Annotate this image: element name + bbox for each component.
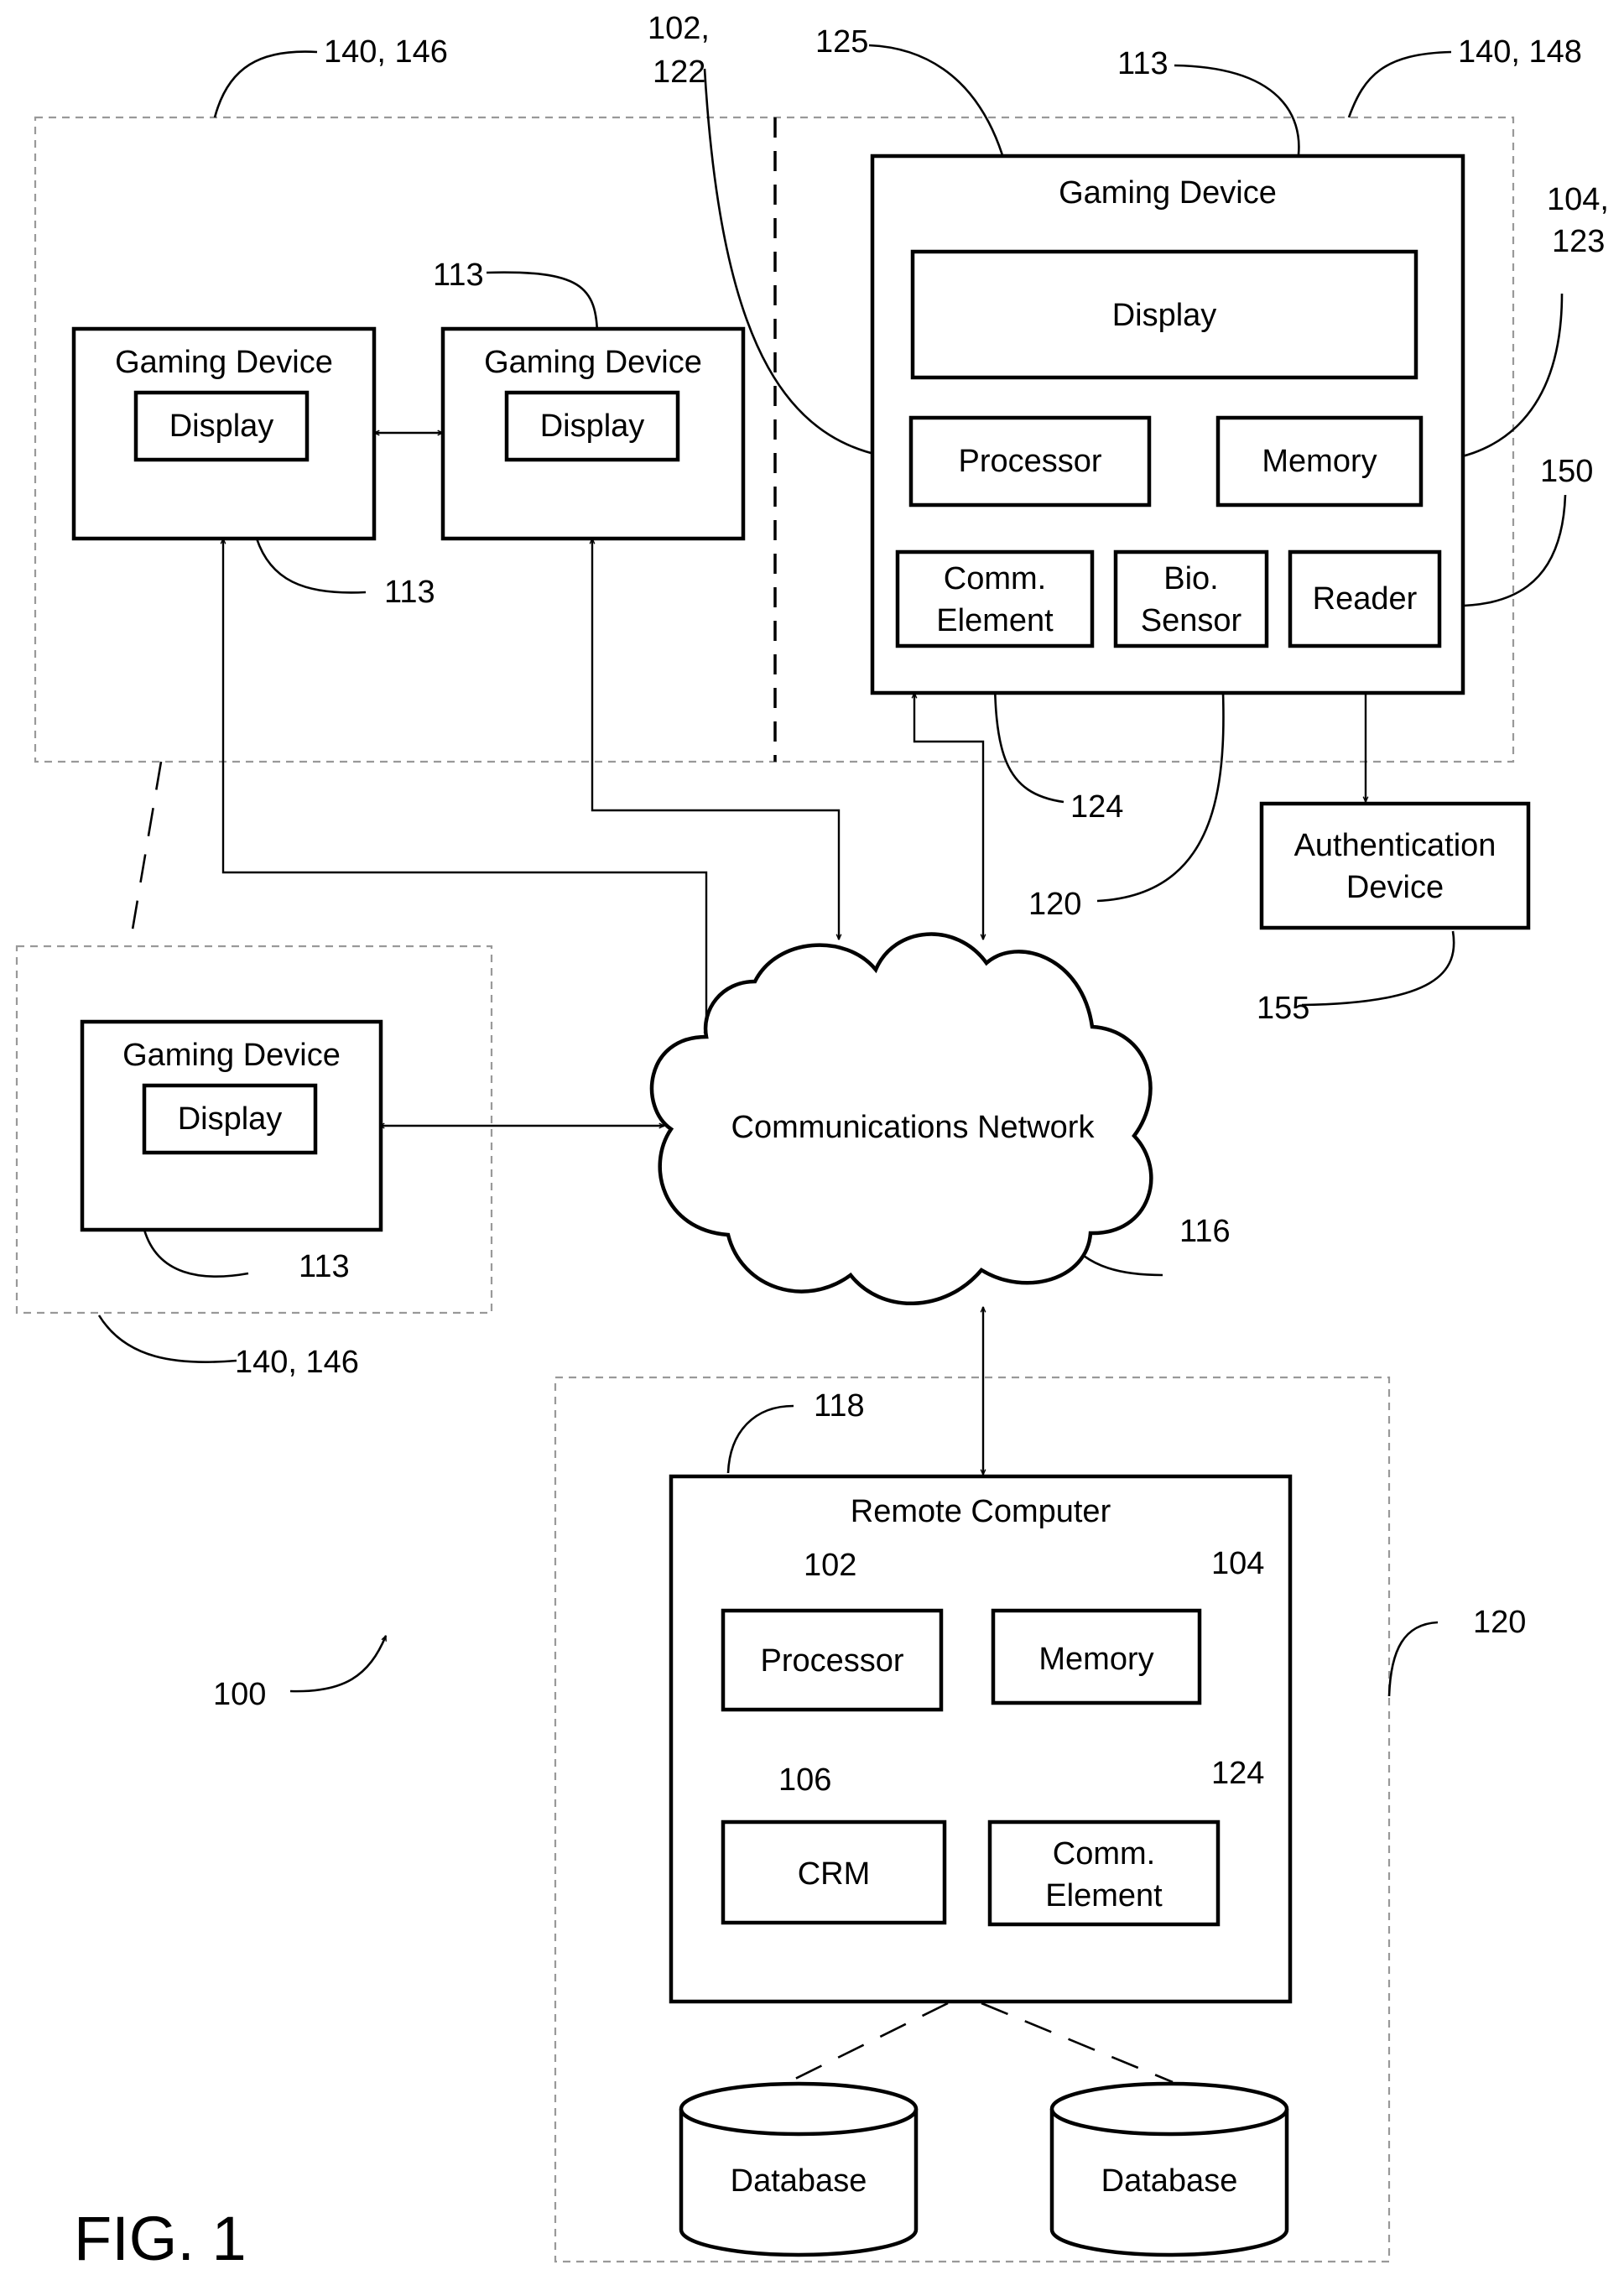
ref-124-remote: 124 [1211, 1756, 1264, 1791]
ref-104-123-line2: 123 [1552, 224, 1605, 259]
ref-140-148: 140, 148 [1458, 34, 1582, 70]
gaming-device-1: Gaming Device Display [74, 329, 374, 539]
authentication-device-label-1: Authentication [1294, 828, 1496, 863]
ref-113-gd1: 113 [384, 575, 435, 610]
ref-106: 106 [778, 1762, 831, 1798]
gaming-device-4-display-label: Display [178, 1101, 283, 1137]
database-2: Database [1052, 2084, 1287, 2255]
gaming-device-2-title: Gaming Device [484, 345, 702, 380]
figure-label: FIG. 1 [74, 2204, 247, 2273]
gaming-device-4-title: Gaming Device [122, 1038, 341, 1073]
remote-computer: Remote Computer Processor Memory CRM Com… [671, 1476, 1290, 2002]
ref-100: 100 [213, 1677, 266, 1712]
ref-120-top: 120 [1028, 887, 1081, 922]
ref-113-gd4: 113 [299, 1249, 350, 1284]
bio-sensor-label-2: Sensor [1141, 603, 1242, 638]
database-2-label: Database [1101, 2163, 1238, 2199]
ref-120-right: 120 [1473, 1605, 1526, 1640]
gaming-device-1-title: Gaming Device [115, 345, 333, 380]
link-remote-db1 [789, 2003, 948, 2082]
network-label: Communications Network [731, 1110, 1096, 1145]
gaming-device-3: Gaming Device Display Processor Memory C… [872, 156, 1463, 693]
comm-element-label-2: Element [936, 603, 1054, 638]
link-remote-db2 [981, 2003, 1173, 2082]
authentication-device-label-2: Device [1346, 870, 1444, 905]
ref-113-gd2: 113 [433, 258, 484, 293]
ref-140-146-top: 140, 146 [324, 34, 448, 70]
ref-155: 155 [1257, 991, 1309, 1026]
gaming-device-3-display-label: Display [1112, 298, 1217, 333]
gaming-device-4: Gaming Device Display [82, 1022, 381, 1230]
link-gd-right-network [914, 693, 983, 940]
ref-118: 118 [814, 1388, 865, 1424]
link-gd1-network [223, 539, 706, 1037]
ref-113-top-right: 113 [1117, 46, 1169, 81]
gaming-device-3-title: Gaming Device [1059, 175, 1277, 211]
bio-sensor-label-1: Bio. [1163, 561, 1218, 596]
ref-150: 150 [1540, 454, 1593, 489]
remote-memory-label: Memory [1038, 1642, 1153, 1677]
communications-network: Communications Network [652, 934, 1151, 1304]
database-1: Database [681, 2084, 916, 2255]
ref-102-122-line2: 122 [653, 55, 705, 90]
ref-102-122-line1: 102, [648, 11, 710, 46]
ref-125: 125 [815, 24, 868, 60]
gaming-device-1-display-label: Display [169, 409, 274, 444]
link-gd2-network [592, 539, 839, 940]
authentication-device: Authentication Device [1262, 804, 1528, 928]
ref-116: 116 [1179, 1214, 1231, 1249]
remote-comm-element-label-2: Element [1045, 1878, 1163, 1913]
ref-104-remote: 104 [1211, 1546, 1264, 1581]
remote-processor-label: Processor [760, 1643, 903, 1679]
processor-label: Processor [958, 444, 1101, 479]
gaming-device-2-display-label: Display [540, 409, 645, 444]
ref-124-top: 124 [1070, 789, 1123, 825]
remote-comm-element-label-1: Comm. [1053, 1836, 1155, 1872]
database-1-label: Database [731, 2163, 867, 2199]
ref-102-remote: 102 [804, 1548, 856, 1583]
gaming-device-2: Gaming Device Display [443, 329, 743, 539]
crm-label: CRM [798, 1856, 871, 1892]
ref-104-123-line1: 104, [1547, 182, 1609, 217]
group-link-dashed [133, 762, 161, 929]
reader-label: Reader [1313, 581, 1418, 617]
comm-element-label-1: Comm. [944, 561, 1046, 596]
memory-label: Memory [1262, 444, 1377, 479]
remote-computer-title: Remote Computer [851, 1494, 1111, 1529]
ref-140-146-bottom: 140, 146 [235, 1345, 359, 1380]
